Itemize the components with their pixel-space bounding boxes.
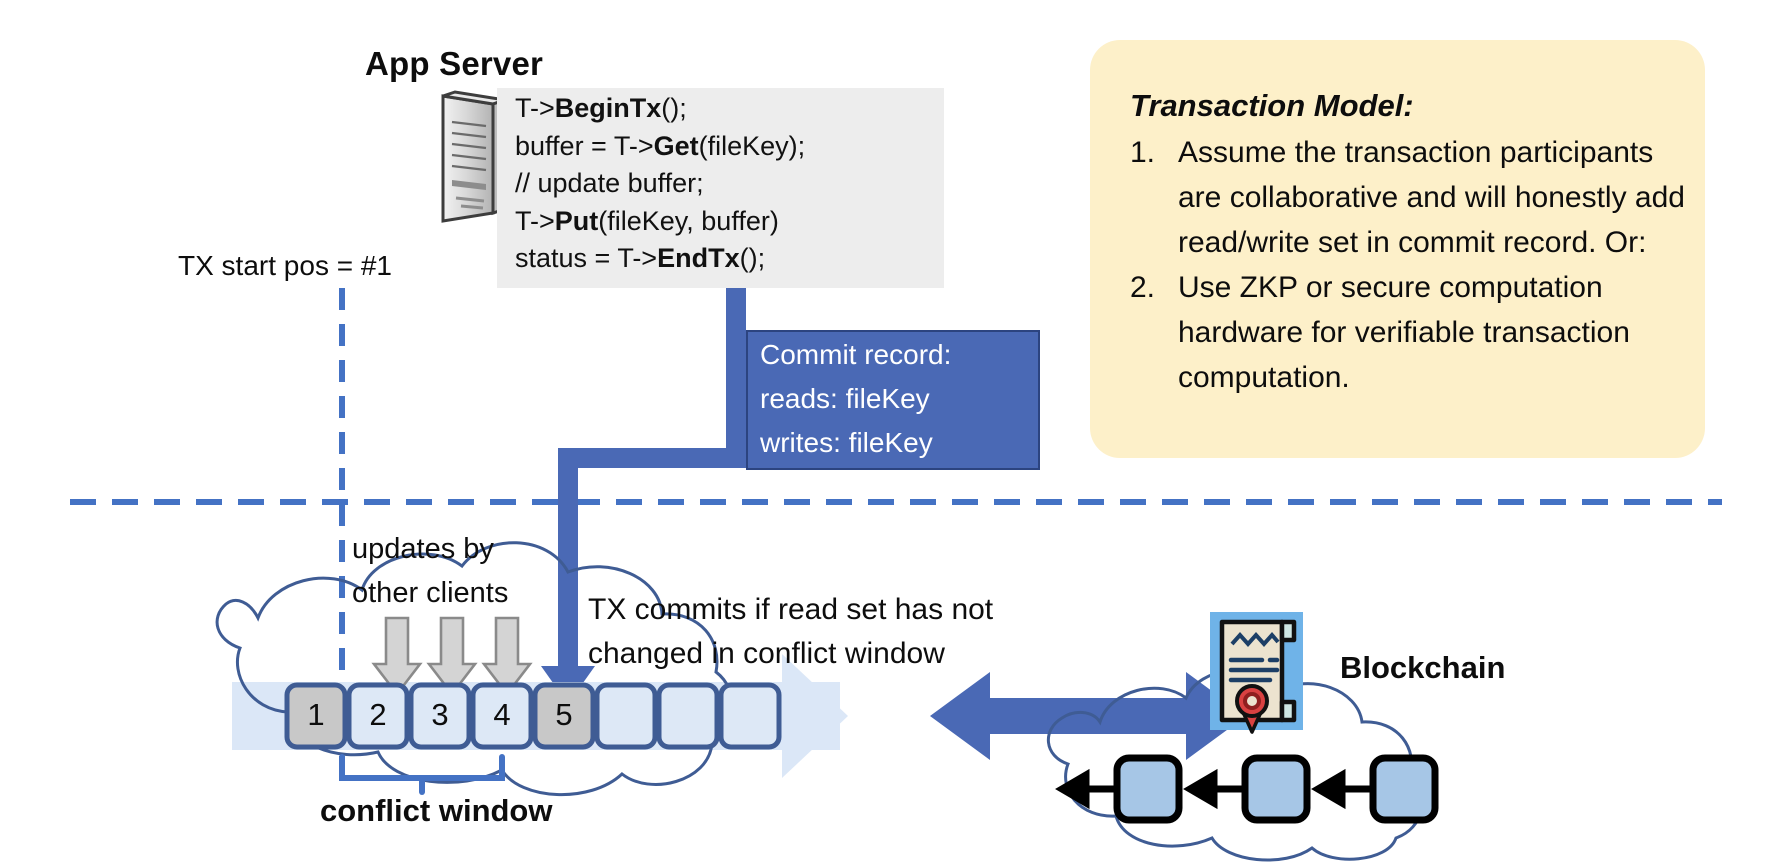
ledger-block-7 <box>656 682 720 750</box>
chain-block-3 <box>1369 754 1439 824</box>
updates-by-other-clients-label: updates by other clients <box>352 527 508 615</box>
tx-commit-note-line-1: TX commits if read set has not <box>588 593 994 626</box>
ledger-tape-arrowhead <box>782 654 848 778</box>
updates-label-line-1: updates by <box>352 533 494 565</box>
ledger-block-3 <box>408 682 472 750</box>
exchange-double-arrow <box>930 672 1246 760</box>
tx-start-pos-label: TX start pos = #1 <box>178 250 392 281</box>
code-line-3: // update buffer; <box>515 168 704 198</box>
commit-record-text: Commit record: reads: fileKey writes: file… <box>760 333 1050 465</box>
blockchain-label: Blockchain <box>1340 650 1506 685</box>
code-snippet-box <box>497 88 944 288</box>
commit-record-line-3: writes: fileKey <box>760 427 933 458</box>
transaction-model-item-text: Use ZKP or secure computation hardware f… <box>1178 271 1630 394</box>
update-arrow-group <box>371 616 533 697</box>
ledger-block-group <box>284 682 782 750</box>
commit-record-box <box>746 330 1040 470</box>
ledger-block-2 <box>346 682 410 750</box>
ledger-block-5 <box>532 682 596 750</box>
transaction-model-title: Transaction Model: <box>1130 88 1414 123</box>
ledger-block-1 <box>284 682 348 750</box>
tx-commit-condition-label: TX commits if read set has not changed in… <box>588 588 993 676</box>
code-line-2: buffer = T->Get(fileKey); <box>515 130 806 161</box>
ledger-block-number-5: 5 <box>555 697 573 732</box>
commit-record-line-2: reads: fileKey <box>760 383 930 414</box>
code-line-4: T->Put(fileKey, buffer) <box>515 205 779 236</box>
blockchain-block-chain <box>1055 754 1439 824</box>
ledger-block-number-2: 2 <box>369 697 387 732</box>
app-server-title: App Server <box>365 45 544 82</box>
transaction-model-item-text: Assume the transaction participants are … <box>1178 136 1685 259</box>
transaction-model-box <box>1090 40 1705 458</box>
ledger-block-number-3: 3 <box>431 697 449 732</box>
transaction-model-item-2: 2. Use ZKP or secure computation hardware… <box>1130 265 1700 400</box>
commit-flow-arrow <box>541 288 746 704</box>
code-line-1: T->BeginTx(); <box>515 93 687 123</box>
tx-commit-note-line-2: changed in conflict window <box>588 637 945 670</box>
update-arrow-block-2 <box>371 616 423 697</box>
server-tower-icon <box>441 90 507 223</box>
updates-label-line-2: other clients <box>352 577 509 609</box>
update-arrow-block-4 <box>481 616 533 697</box>
chain-block-1 <box>1113 754 1183 824</box>
transaction-model-item-number: 1. <box>1130 136 1156 169</box>
chain-block-2 <box>1241 754 1311 824</box>
ledger-cloud <box>215 541 735 797</box>
code-snippet-text: T->BeginTx(); buffer = T->Get(fileKey); //… <box>515 90 945 278</box>
commit-record-line-1: Commit record: <box>760 339 952 370</box>
update-arrow-block-3 <box>426 616 478 697</box>
ledger-block-4 <box>470 682 534 750</box>
certificate-seal-icon <box>1210 612 1303 734</box>
ledger-block-number-1: 1 <box>307 697 325 732</box>
transaction-model-item-number: 2. <box>1130 271 1156 304</box>
transaction-model-item-1: 1. Assume the transaction participants ar… <box>1130 130 1700 265</box>
ledger-block-8 <box>718 682 782 750</box>
chain-link-arrow-group <box>1055 768 1372 810</box>
ledger-block-number-4: 4 <box>493 697 511 732</box>
transaction-model-list: 1. Assume the transaction participants ar… <box>1130 130 1700 400</box>
conflict-window-brace <box>339 754 505 781</box>
code-line-5: status = T->EndTx(); <box>515 243 766 273</box>
conflict-window-label: conflict window <box>320 793 553 828</box>
ledger-block-6 <box>594 682 658 750</box>
